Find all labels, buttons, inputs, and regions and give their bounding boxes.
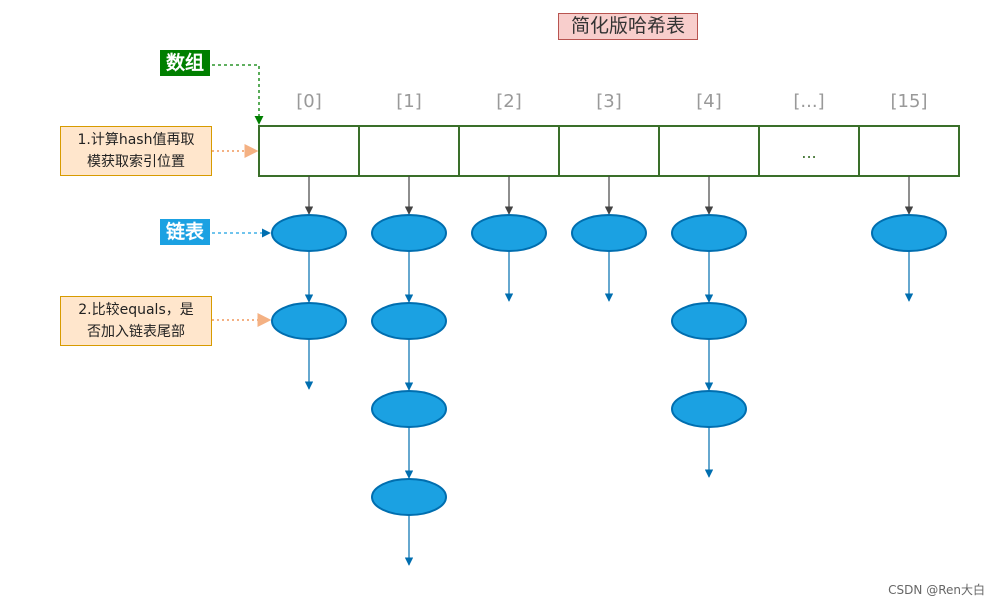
- index-label-2: [2]: [496, 91, 522, 112]
- index-label-0: [0]: [296, 91, 322, 112]
- diagram-title: 简化版哈希表: [558, 13, 698, 40]
- bucket-0-node-0: [271, 214, 347, 252]
- bucket-4-node-1: [671, 302, 747, 340]
- hash-index-note-line2: 模获取索引位置: [87, 154, 185, 170]
- array-cell-6: [858, 125, 960, 177]
- array-cell-0: [258, 125, 360, 177]
- bucket-3-node-0: [571, 214, 647, 252]
- bucket-1-node-2: [371, 390, 447, 428]
- index-label-1: [1]: [396, 91, 422, 112]
- array-label: 数组: [160, 50, 210, 76]
- bucket-6-node-0: [871, 214, 947, 252]
- equals-append-note-line2: 否加入链表尾部: [87, 324, 185, 340]
- bucket-1-node-1: [371, 302, 447, 340]
- array-cell-1: [358, 125, 460, 177]
- equals-append-note: 2.比较equals，是 否加入链表尾部: [60, 296, 212, 346]
- hash-index-note-line1: 1.计算hash值再取: [77, 132, 195, 148]
- bucket-4-node-2: [671, 390, 747, 428]
- hash-index-note: 1.计算hash值再取 模获取索引位置: [60, 126, 212, 176]
- index-label-3: [3]: [596, 91, 622, 112]
- bucket-2-node-0: [471, 214, 547, 252]
- array-cell-3: [558, 125, 660, 177]
- index-label-more: [...]: [793, 91, 825, 112]
- bucket-4-node-0: [671, 214, 747, 252]
- index-label-15: [15]: [890, 91, 928, 112]
- bucket-1-node-0: [371, 214, 447, 252]
- connector-lines: [212, 64, 272, 327]
- watermark: CSDN @Ren大白: [888, 583, 985, 597]
- ellipsis-cell-text: ...: [801, 143, 817, 162]
- array-cells: [258, 125, 960, 177]
- array-cell-4: [658, 125, 760, 177]
- bucket-0-node-1: [271, 302, 347, 340]
- array-cell-2: [458, 125, 560, 177]
- equals-append-note-line1: 2.比较equals，是: [78, 302, 194, 318]
- array-cell-5: [758, 125, 860, 177]
- linked-list-label: 链表: [160, 219, 210, 245]
- array-pointer-arrow: [212, 64, 264, 125]
- index-label-4: [4]: [696, 91, 722, 112]
- chains: [271, 176, 947, 566]
- bucket-1-node-3: [371, 478, 447, 516]
